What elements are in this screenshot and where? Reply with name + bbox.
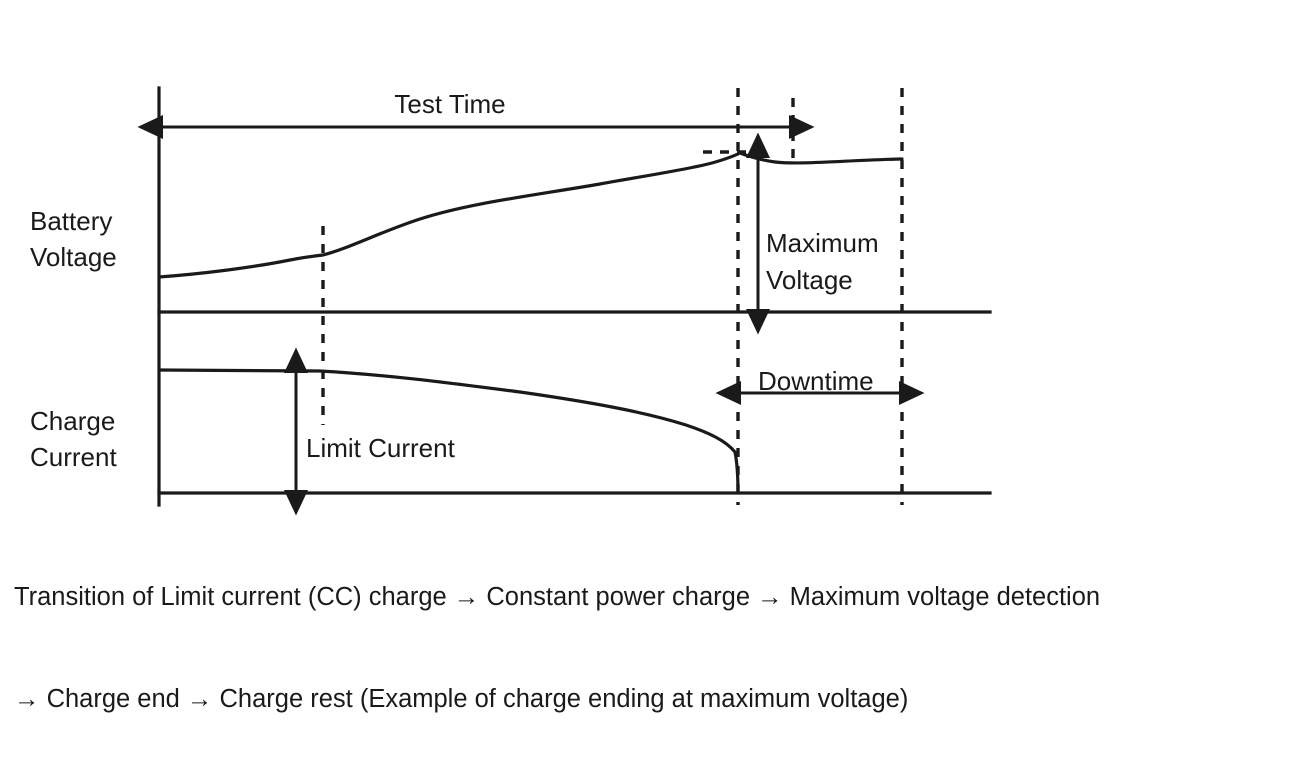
axes-group — [157, 86, 992, 507]
axis-labels-group: Battery Voltage Charge Current — [30, 206, 117, 472]
battery-voltage-curve — [157, 151, 904, 279]
charge-current-label-line1: Charge — [30, 406, 115, 436]
caption-line-2: → Charge end → Charge rest (Example of c… — [14, 685, 909, 713]
test-time-label: Test Time — [394, 89, 505, 119]
charge-profile-diagram: Test Time Maximum Voltage Downtime Limit… — [14, 86, 1100, 713]
battery-voltage-curve-group — [157, 151, 904, 279]
limit-current-label: Limit Current — [306, 433, 456, 463]
battery-voltage-label-line1: Battery — [30, 206, 112, 236]
maximum-voltage-measure: Maximum Voltage — [746, 132, 879, 335]
limit-current-measure: Limit Current — [284, 347, 456, 516]
caption-line-1: Transition of Limit current (CC) charge … — [14, 583, 1101, 611]
event-lines-group — [321, 88, 904, 505]
figure-caption: Transition of Limit current (CC) charge … — [14, 512, 1299, 784]
charge-current-curve — [157, 368, 740, 495]
maximum-voltage-label-line2: Voltage — [766, 265, 853, 295]
downtime-measure: Downtime — [715, 366, 925, 405]
battery-voltage-label-line2: Voltage — [30, 242, 117, 272]
charge-current-curve-group — [157, 368, 740, 495]
maximum-voltage-label-line1: Maximum — [766, 228, 879, 258]
charge-current-label-line2: Current — [30, 442, 117, 472]
downtime-label: Downtime — [758, 366, 874, 396]
charge-profile-svg: Test Time Maximum Voltage Downtime Limit… — [30, 86, 992, 516]
test-time-measure: Test Time — [137, 89, 815, 139]
